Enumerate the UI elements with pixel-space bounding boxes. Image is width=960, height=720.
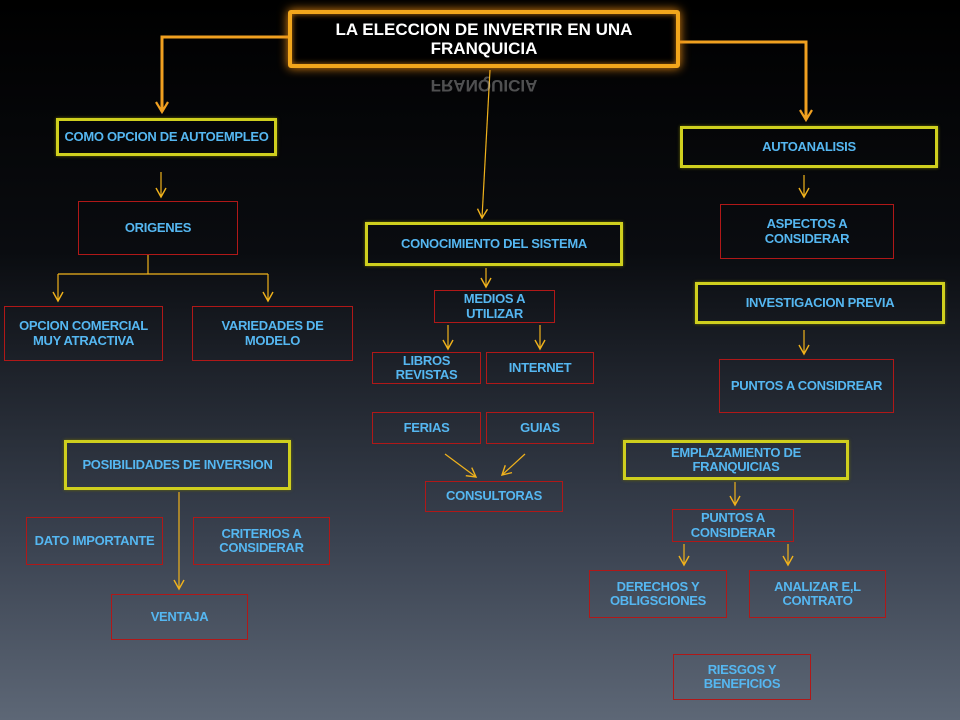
title-reflection: FRANQUICIA bbox=[430, 76, 538, 95]
autoempleo-box: COMO OPCION DE AUTOEMPLEO bbox=[56, 118, 277, 156]
medios-box: MEDIOS A UTILIZAR bbox=[434, 290, 555, 323]
autoanalisis-box: AUTOANALISIS bbox=[680, 126, 938, 168]
title-to-conocimiento-arrow bbox=[476, 69, 491, 220]
ventaja-box: VENTAJA bbox=[111, 594, 248, 640]
guias-box: GUIAS bbox=[486, 412, 594, 444]
analizar-contrato-box: ANALIZAR E,L CONTRATO bbox=[749, 570, 886, 618]
variedades-box: VARIEDADES DE MODELO bbox=[192, 306, 353, 361]
libros-revistas-box: LIBROS REVISTAS bbox=[372, 352, 481, 384]
origenes-box: ORIGENES bbox=[78, 201, 238, 255]
conocimiento-box: CONOCIMIENTO DEL SISTEMA bbox=[365, 222, 623, 266]
criterios-box: CRITERIOS A CONSIDERAR bbox=[193, 517, 330, 565]
guias-to-consultoras-arrow bbox=[500, 453, 526, 476]
posibilidades-box: POSIBILIDADES DE INVERSION bbox=[64, 440, 291, 490]
puntos-considrear-box: PUNTOS A CONSIDREAR bbox=[719, 359, 894, 413]
derechos-box: DERECHOS Y OBLIGSCIONES bbox=[589, 570, 727, 618]
dato-importante-box: DATO IMPORTANTE bbox=[26, 517, 163, 565]
aspectos-box: ASPECTOS A CONSIDERAR bbox=[720, 204, 894, 259]
consultoras-box: CONSULTORAS bbox=[425, 481, 563, 512]
internet-box: INTERNET bbox=[486, 352, 594, 384]
investigacion-box: INVESTIGACION PREVIA bbox=[695, 282, 945, 324]
ferias-box: FERIAS bbox=[372, 412, 481, 444]
riesgos-box: RIESGOS Y BENEFICIOS bbox=[673, 654, 811, 700]
emplazamiento-box: EMPLAZAMIENTO DE FRANQUICIAS bbox=[623, 440, 849, 480]
title-to-autoanalisis-connector bbox=[680, 40, 813, 123]
ferias-to-consultoras-arrow bbox=[444, 453, 478, 478]
title-to-autoempleo-connector bbox=[155, 35, 290, 115]
opcion-comercial-box: OPCION COMERCIAL MUY ATRACTIVA bbox=[4, 306, 163, 361]
title-box: LA ELECCION DE INVERTIR EN UNA FRANQUICI… bbox=[288, 10, 680, 68]
puntos-considerar-box: PUNTOS A CONSIDERAR bbox=[672, 509, 794, 542]
